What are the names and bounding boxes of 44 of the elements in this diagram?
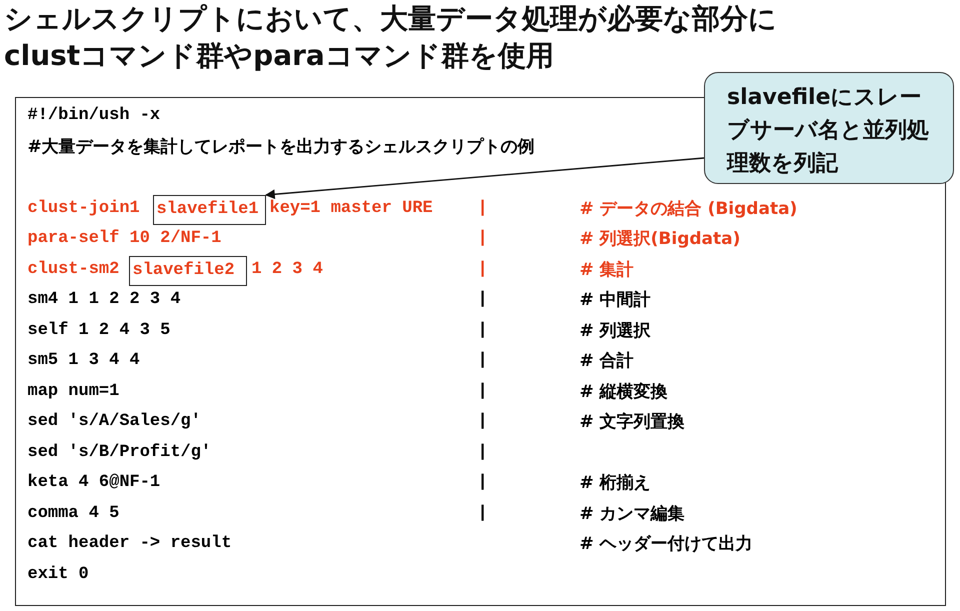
pipe-symbol: | [478,289,488,311]
comment-text: # ヘッダー付けて出力 [580,533,753,555]
comment-text: # 集計 [580,258,634,280]
comment-text: # 文字列置換 [580,411,685,433]
code-text: exit 0 [28,564,89,586]
code-text: para-self 10 2/NF-1 [28,228,222,250]
pipe-symbol: | [478,502,488,524]
highlight-box: slavefile2 [128,256,246,286]
code-text: clust-join1 [28,198,140,220]
arrow [265,157,704,200]
comment-text: # 列選択(Bigdata) [580,228,740,250]
code-text: sm5 1 3 4 4 [28,350,140,372]
comment-text: # 桁揃え [580,472,651,494]
code-text: sed 's/B/Profit/g' [28,442,212,464]
pipe-symbol: | [478,228,488,250]
code-text: key=1 master URE [270,198,433,220]
code-text: self 1 2 4 3 5 [28,320,170,342]
comment-text: # 縦横変換 [580,380,668,402]
pipe-symbol: | [478,472,488,494]
comment-text: # 中間計 [580,289,651,311]
comment-text: # データの結合 (Bigdata) [580,198,798,220]
pipe-symbol: | [478,258,488,280]
title: シェルスクリプトにおいて、大量データ処理が必要な部分にclustコマンド群やparaコマンド群を使用 [4,1,778,74]
code-text: #!/bin/ush -x [28,104,160,126]
code-text: cat header -> result [28,533,232,555]
code-text: map num=1 [28,380,120,402]
code-text: clust-sm2 [28,258,120,280]
code-text: keta 4 6@NF-1 [28,472,160,494]
code-text: sm4 1 1 2 2 3 4 [28,289,181,311]
highlight-box: slavefile1 [152,194,266,224]
pipe-symbol: | [478,442,488,464]
code-text: sed 's/A/Sales/g' [28,411,201,433]
callout-box: slavefileにスレーブサーバ名と並列処理数を列記 [704,72,954,184]
pipe-symbol: | [478,320,488,342]
pipe-symbol: | [478,380,488,402]
code-text: comma 4 5 [28,502,120,524]
code-text: 1 2 3 4 [252,258,323,280]
comment-text: # 合計 [580,350,634,372]
pipe-symbol: | [478,411,488,433]
comment-text: # 列選択 [580,320,651,342]
comment-text: # カンマ編集 [580,502,685,524]
pipe-symbol: | [478,198,488,220]
pipe-symbol: | [478,350,488,372]
comment-text: #大量データを集計してレポートを出力するシェルスクリプトの例 [28,136,535,158]
